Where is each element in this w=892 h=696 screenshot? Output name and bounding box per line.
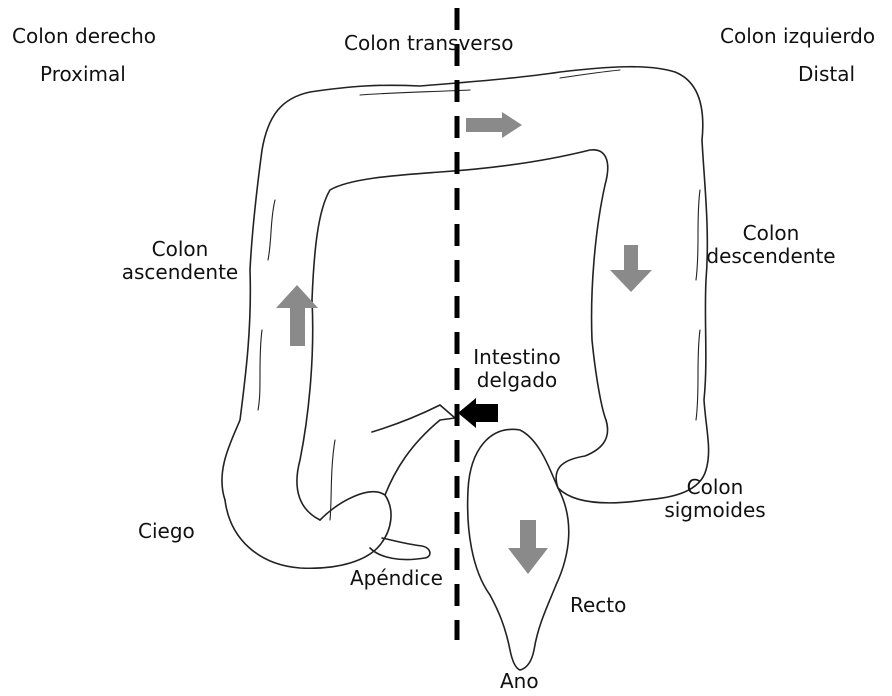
label-descending-line2: descendente <box>706 245 836 268</box>
arrow-down-icon <box>508 520 548 574</box>
label-ascending-line1: Colon <box>120 238 240 261</box>
label-ascending-colon: Colon ascendente <box>120 238 240 284</box>
arrow-down-icon <box>610 245 652 292</box>
haustra-lines <box>258 70 700 520</box>
label-descending-line1: Colon <box>706 222 836 245</box>
small-intestine-outline <box>372 405 455 495</box>
label-sigmoid-colon: Colon sigmoides <box>660 476 770 522</box>
label-small-intestine: Intestino delgado <box>462 346 572 392</box>
label-small-intestine-line2: delgado <box>462 369 572 392</box>
label-rectum: Recto <box>570 594 626 617</box>
label-transverse-colon: Colon transverso <box>344 32 513 55</box>
label-anus: Ano <box>500 670 539 693</box>
label-left-colon: Colon izquierdo <box>720 25 875 48</box>
label-appendix: Apéndice <box>350 567 443 590</box>
cecum-outline <box>225 492 391 568</box>
flow-arrows <box>276 112 652 574</box>
label-sigmoid-line2: sigmoides <box>660 499 770 522</box>
label-distal: Distal <box>798 63 855 86</box>
arrow-left-icon <box>458 398 498 428</box>
label-descending-colon: Colon descendente <box>706 222 836 268</box>
label-cecum: Ciego <box>138 520 195 543</box>
label-proximal: Proximal <box>40 63 126 86</box>
label-ascending-line2: ascendente <box>120 261 240 284</box>
arrow-right-icon <box>466 112 522 138</box>
appendix-outline <box>370 538 430 560</box>
label-right-colon: Colon derecho <box>12 25 156 48</box>
label-small-intestine-line1: Intestino <box>462 346 572 369</box>
label-sigmoid-line1: Colon <box>660 476 770 499</box>
